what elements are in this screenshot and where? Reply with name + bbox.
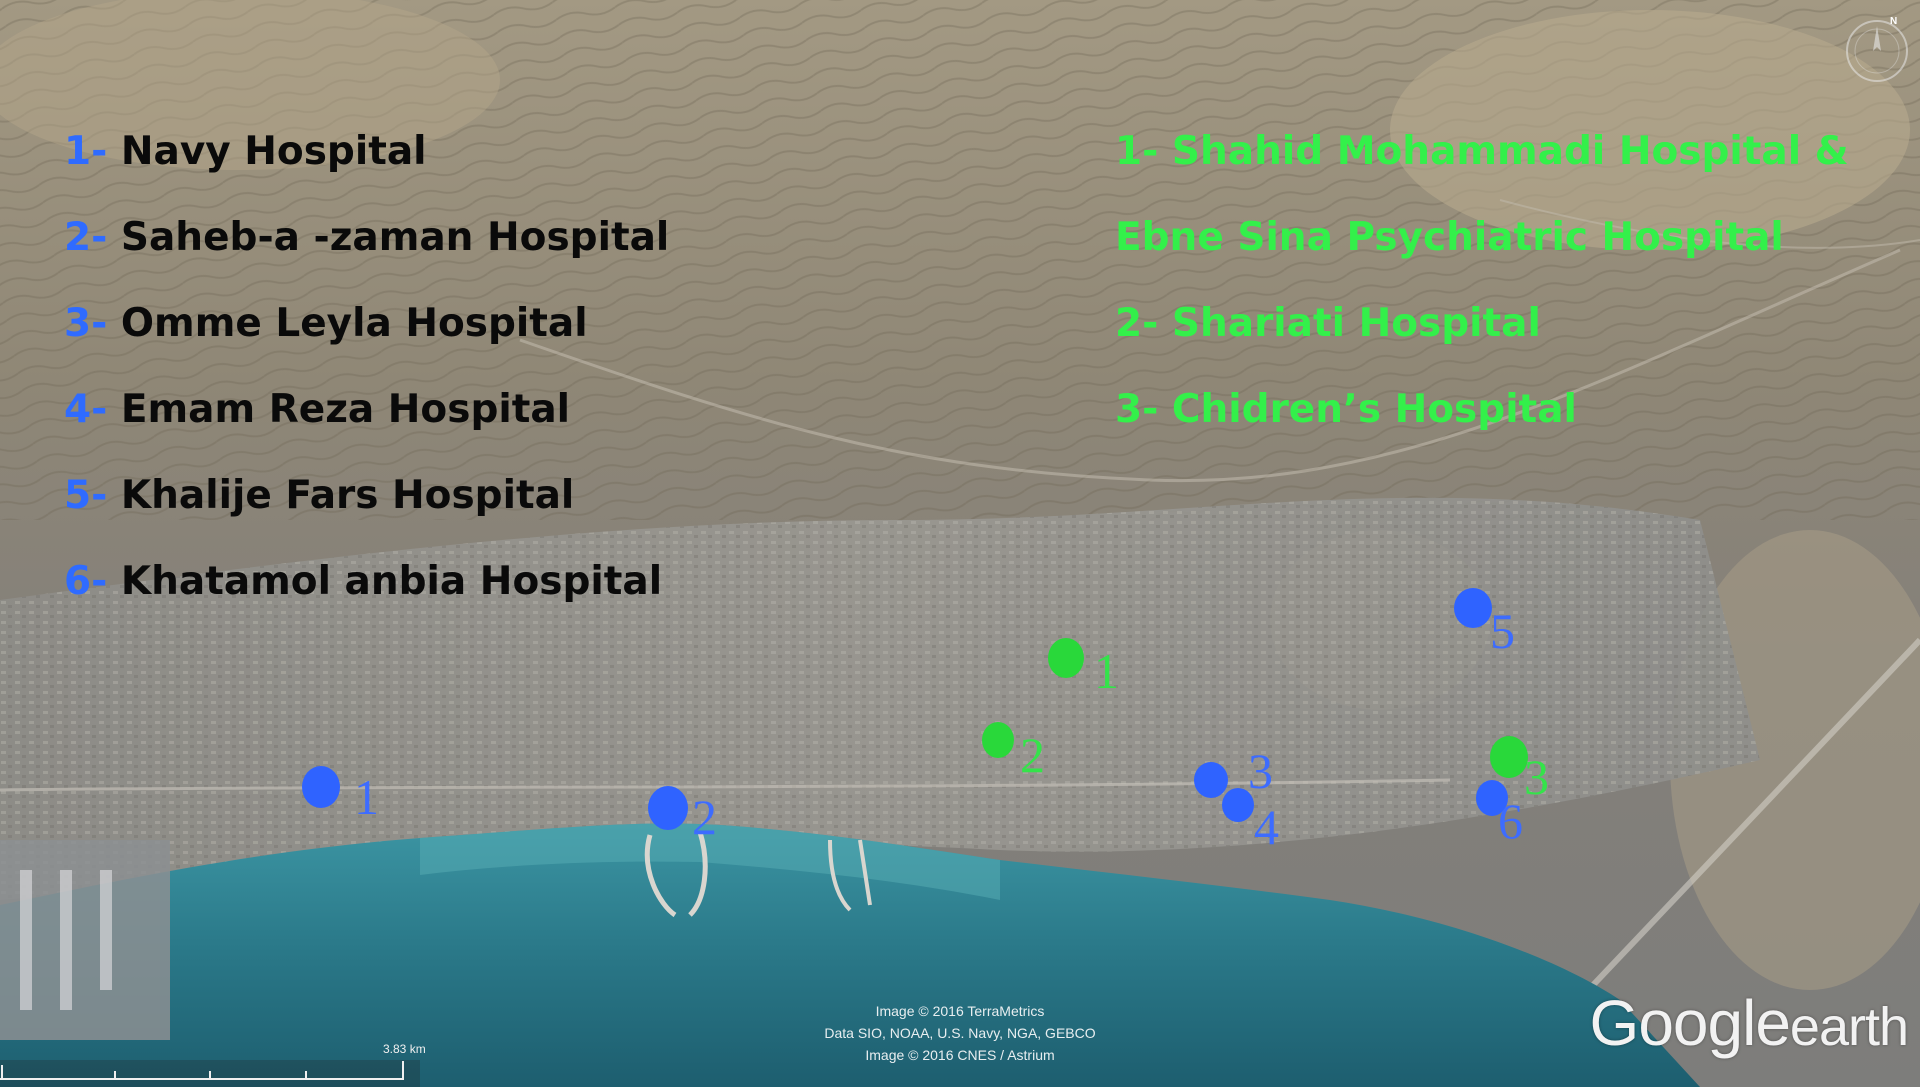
hospital-marker-blue[interactable]	[648, 786, 688, 830]
legend-blue-name: Omme Leyla Hospital	[120, 301, 588, 346]
compass-north-label: N	[1890, 16, 1897, 27]
legend-blue-name: Khalije Fars Hospital	[120, 473, 575, 518]
legend-green-item: 1- Shahid Mohammadi Hospital &	[1115, 129, 1849, 174]
hospital-marker-blue[interactable]	[1194, 762, 1228, 798]
hospital-marker-blue[interactable]	[1454, 588, 1492, 628]
google-earth-logo: Googleearth	[1589, 986, 1909, 1060]
hospital-marker-label: 5	[1490, 603, 1515, 659]
legend-blue-name: Khatamol anbia Hospital	[120, 559, 663, 604]
legend-blue-name: Saheb-a -zaman Hospital	[120, 215, 670, 260]
hospital-marker-blue[interactable]	[1476, 780, 1508, 816]
legend-green-item: Ebne Sina Psychiatric Hospital	[1115, 215, 1784, 260]
hospital-marker-green[interactable]	[1048, 638, 1084, 678]
credit-line: Image © 2016 CNES / Astrium	[865, 1047, 1055, 1063]
hospital-marker-label: 6	[1498, 793, 1523, 849]
legend-blue-item: 4- Emam Reza Hospital	[64, 390, 570, 429]
legend-blue-number: 4-	[64, 387, 108, 432]
legend-green-item: 2- Shariati Hospital	[1115, 301, 1541, 346]
hospital-marker-blue[interactable]	[1222, 788, 1254, 822]
legend-blue-item: 2- Saheb-a -zaman Hospital	[64, 218, 669, 257]
hospital-marker-label: 4	[1254, 799, 1279, 855]
hospital-marker-blue[interactable]	[302, 766, 340, 808]
legend-blue-item: 5- Khalije Fars Hospital	[64, 476, 574, 515]
compass-icon[interactable]: N	[1840, 14, 1914, 88]
credit-line: Image © 2016 TerraMetrics	[875, 1003, 1045, 1019]
legend-blue-number: 3-	[64, 301, 108, 346]
brand-sub: earth	[1789, 997, 1909, 1057]
hospital-marker-label: 2	[692, 789, 717, 845]
legend-blue-item: 6- Khatamol anbia Hospital	[64, 562, 662, 601]
credit-line: Data SIO, NOAA, U.S. Navy, NGA, GEBCO	[824, 1025, 1096, 1041]
legend-blue-item: 3- Omme Leyla Hospital	[64, 304, 588, 343]
scale-bar	[0, 1061, 404, 1080]
hospital-marker-label: 2	[1020, 727, 1045, 783]
legend-blue-number: 5-	[64, 473, 108, 518]
hospital-marker-label: 3	[1248, 743, 1273, 799]
hospital-marker-label: 1	[1094, 643, 1119, 699]
legend-green-item: 3- Chidren’s Hospital	[1115, 387, 1577, 432]
legend-blue-number: 1-	[64, 129, 108, 174]
legend-blue-item: 1- Navy Hospital	[64, 132, 427, 171]
hospital-marker-label: 3	[1524, 749, 1549, 805]
hospital-marker-green[interactable]	[982, 722, 1014, 758]
legend-blue-number: 2-	[64, 215, 108, 260]
hospital-marker-green[interactable]	[1490, 736, 1528, 778]
imagery-credits: Image © 2016 TerraMetrics Data SIO, NOAA…	[810, 1000, 1110, 1066]
scale-label: 3.83 km	[383, 1042, 426, 1056]
legend-blue-name: Emam Reza Hospital	[120, 387, 571, 432]
hospital-marker-label: 1	[354, 769, 379, 825]
legend-blue-number: 6-	[64, 559, 108, 604]
brand-main: Google	[1589, 987, 1791, 1059]
legend-blue-name: Navy Hospital	[120, 129, 427, 174]
